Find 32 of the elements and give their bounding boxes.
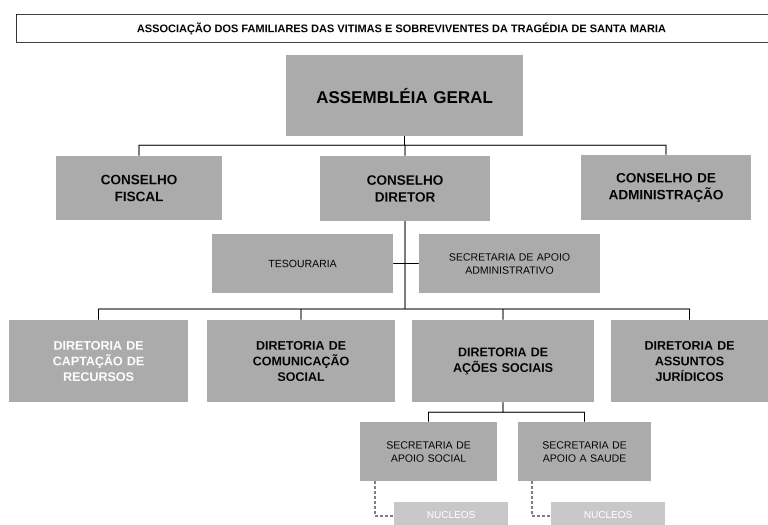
org-box xyxy=(518,422,651,481)
box-label: CONSELHO DIRETOR xyxy=(367,175,443,202)
connector-line xyxy=(532,480,552,516)
org-box xyxy=(419,234,600,293)
org-box xyxy=(286,55,523,136)
connector-line xyxy=(404,220,690,320)
box-label: DIRETORIA DE ASSUNTOS JURÍDICOS xyxy=(645,340,734,382)
org-box xyxy=(56,156,222,220)
org-box xyxy=(212,234,393,293)
org-box xyxy=(412,320,594,402)
org-box xyxy=(207,320,395,402)
org-box xyxy=(360,422,497,481)
box-label: SECRETARIA DE APOIO SOCIAL xyxy=(386,441,470,462)
box-label: CONSELHO DE ADMINISTRAÇÃO xyxy=(608,172,723,202)
connector-line xyxy=(374,480,394,516)
org-box xyxy=(9,320,188,402)
connector-line xyxy=(404,136,666,156)
box-label: ASSEMBLÉIA GERAL xyxy=(316,88,492,104)
org-box xyxy=(320,156,490,221)
box-label: CONSELHO FISCAL xyxy=(101,174,177,202)
box-label: DIRETORIA DE COMUNICAÇÃO SOCIAL xyxy=(253,340,349,382)
box-label: SECRETARIA DE APOIO ADMINISTRATIVO xyxy=(449,253,570,274)
org-box xyxy=(611,320,768,402)
connector-line xyxy=(502,402,585,422)
box-label: SECRETARIA DE APOIO A SAUDE xyxy=(542,441,626,462)
org-box xyxy=(394,502,508,525)
box-label: DIRETORIA DE AÇÕES SOCIAIS xyxy=(453,348,553,374)
org-box xyxy=(581,155,751,220)
box-label: TESOURARIA xyxy=(268,260,337,268)
org-box xyxy=(551,502,665,525)
title-box: ASSOCIAÇÃO DOS FAMILIARES DAS VITIMAS E SOBREVIVENTES DA TRAGÉDIA DE SANTA MARIA xyxy=(16,14,768,43)
box-label: DIRETORIA DE CAPTAÇÃO DE RECURSOS xyxy=(53,340,144,382)
